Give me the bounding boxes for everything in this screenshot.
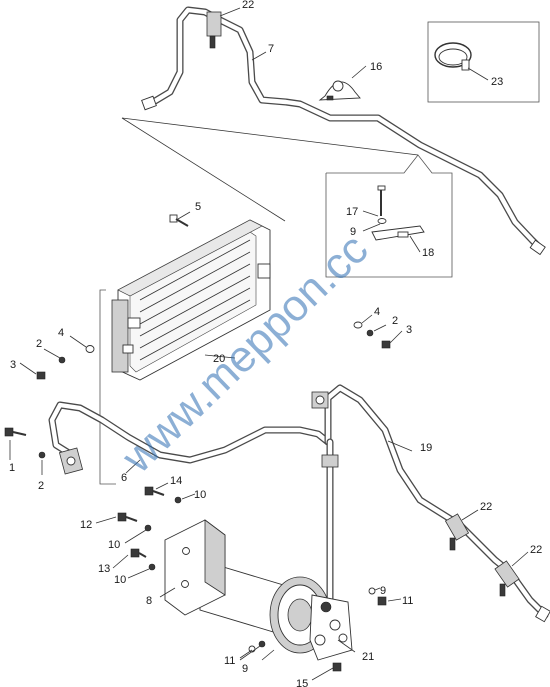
- hose-19: [311, 384, 550, 623]
- callout-14: 14: [170, 475, 182, 487]
- callout-2: 2: [38, 480, 44, 492]
- callout-7: 7: [268, 43, 274, 55]
- callout-3: 3: [406, 324, 412, 336]
- discharge-line: [321, 438, 339, 604]
- condenser-right-fasteners: [353, 314, 403, 349]
- callout-18: 18: [422, 247, 434, 259]
- detail-inset-bracket: [325, 154, 453, 278]
- callout-21: 21: [362, 651, 374, 663]
- condenser-bracket-line: [99, 289, 116, 485]
- callout-10: 10: [194, 489, 206, 501]
- callout-9: 9: [380, 585, 386, 597]
- callout-8: 8: [146, 595, 152, 607]
- inset-leader-line: [121, 117, 286, 222]
- leader-line: [251, 51, 267, 61]
- callout-4: 4: [58, 327, 64, 339]
- detail-inset-clamp: [427, 21, 540, 103]
- callout-10: 10: [114, 574, 126, 586]
- callout-3: 3: [10, 359, 16, 371]
- callout-9: 9: [242, 663, 248, 675]
- callout-10: 10: [108, 539, 120, 551]
- callout-5: 5: [195, 201, 201, 213]
- callout-19: 19: [420, 442, 432, 454]
- callout-15: 15: [296, 678, 308, 687]
- pipe-6: [4, 401, 332, 475]
- compressor-bracket-8: [159, 519, 226, 616]
- callout-1: 1: [9, 462, 15, 474]
- condenser-left-fasteners: [19, 335, 95, 380]
- callout-13: 13: [98, 563, 110, 575]
- callout-22: 22: [480, 501, 492, 513]
- callout-4: 4: [374, 306, 380, 318]
- callout-12: 12: [80, 519, 92, 531]
- callout-23: 23: [491, 76, 503, 88]
- callout-22: 22: [242, 0, 254, 11]
- inset-leader-line: [121, 117, 419, 156]
- pipe-7: [141, 6, 546, 256]
- callout-22: 22: [530, 544, 542, 556]
- leader-line: [351, 65, 367, 79]
- bracket-fasteners: [95, 482, 196, 579]
- callout-17: 17: [346, 206, 358, 218]
- callout-2: 2: [392, 315, 398, 327]
- callout-16: 16: [370, 61, 382, 73]
- callout-6: 6: [121, 472, 127, 484]
- compressor-fasteners: [239, 587, 402, 681]
- callout-2: 2: [36, 338, 42, 350]
- callout-20: 20: [213, 353, 225, 365]
- leader-line: [219, 7, 241, 17]
- callout-11: 11: [224, 655, 235, 667]
- callout-11: 11: [402, 595, 413, 607]
- condenser-20: [111, 211, 271, 381]
- callout-9: 9: [350, 226, 356, 238]
